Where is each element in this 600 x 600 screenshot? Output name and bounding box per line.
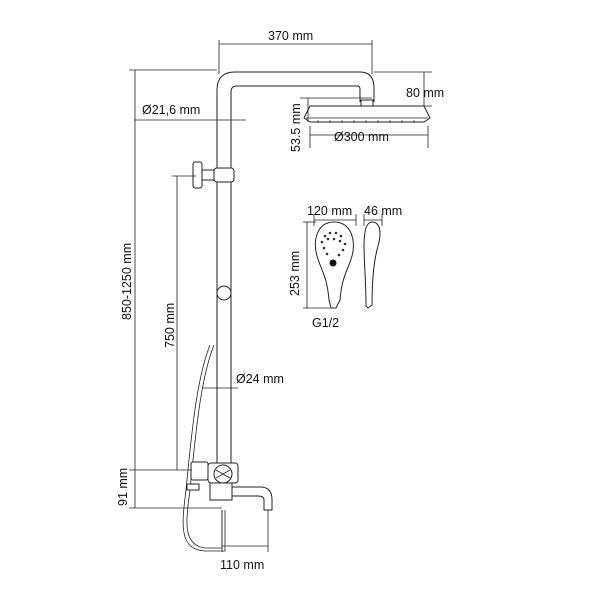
dim-head-diameter: Ø300 mm xyxy=(334,130,389,144)
dimension-lines xyxy=(129,40,432,552)
dim-holder-height: 750 mm xyxy=(163,303,177,348)
slider-knob xyxy=(216,285,232,301)
hand-shower-detail xyxy=(303,214,383,309)
dim-head-height: 80 mm xyxy=(406,86,444,100)
dim-head-drop: 53.5 mm xyxy=(289,103,303,152)
upper-bracket xyxy=(192,161,235,189)
dim-spout-length: 110 mm xyxy=(220,558,264,572)
dim-pipe-diameter-top: Ø21,6 mm xyxy=(142,103,200,117)
riser-pipe xyxy=(216,71,375,500)
dim-hand-length: 253 mm xyxy=(288,251,302,296)
dim-hand-width: 120 mm xyxy=(307,204,352,218)
dim-total-height: 850-1250 mm xyxy=(120,243,134,320)
dim-hand-depth: 46 mm xyxy=(364,204,402,218)
rain-shower-head xyxy=(303,99,431,123)
dim-arm-length: 370 mm xyxy=(268,29,313,43)
dim-hand-thread: G1/2 xyxy=(312,316,339,330)
dim-pipe-diameter-bottom: Ø24 mm xyxy=(236,372,284,386)
mixer-body xyxy=(186,461,273,511)
dim-base-height: 91 mm xyxy=(116,468,130,506)
